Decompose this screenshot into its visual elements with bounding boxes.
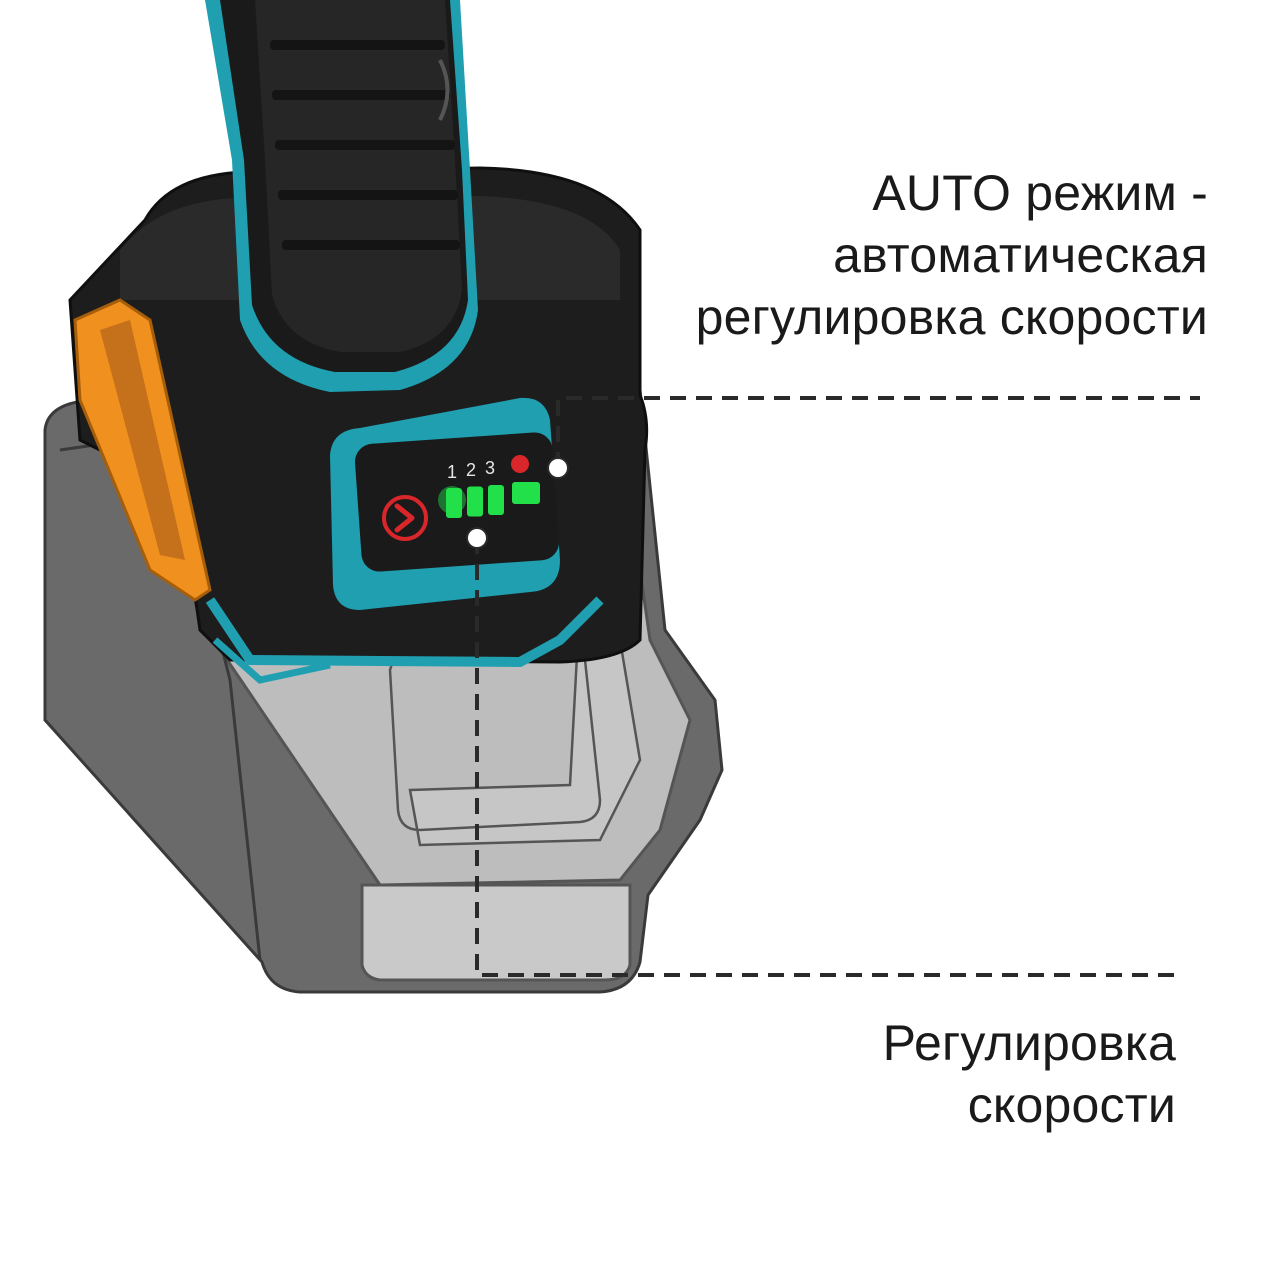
direction-arrow-icon [382,495,428,541]
speed-number-2: 2 [466,460,476,480]
speed-led-3 [488,485,504,515]
control-panel: 1 2 3 [330,397,560,610]
auto-mode-indicator-icon [511,455,529,473]
callout-speed-control [466,527,1178,977]
speed-led-2 [467,486,483,517]
speed-control-annotation: Регулировка скорости [883,1012,1176,1136]
auto-mode-line-1: AUTO режим - [872,165,1208,221]
speed-numbers: 1 2 3 [447,458,495,482]
tool-handle [205,0,478,392]
led-glow [438,486,466,514]
speed-control-line-2: скорости [967,1077,1176,1133]
speed-level-indicator [438,482,540,518]
speed-number-1: 1 [447,462,457,482]
speed-number-3: 3 [485,458,495,478]
speed-control-line-1: Регулировка [882,1015,1176,1071]
callout-auto-mode [547,396,1200,479]
auto-mode-line-2: автоматическая [833,227,1208,283]
auto-mode-led [512,482,540,504]
auto-mode-line-3: регулировка скорости [695,289,1208,345]
speed-led-1 [446,488,462,518]
auto-mode-annotation: AUTO режим - автоматическая регулировка … [696,162,1208,348]
